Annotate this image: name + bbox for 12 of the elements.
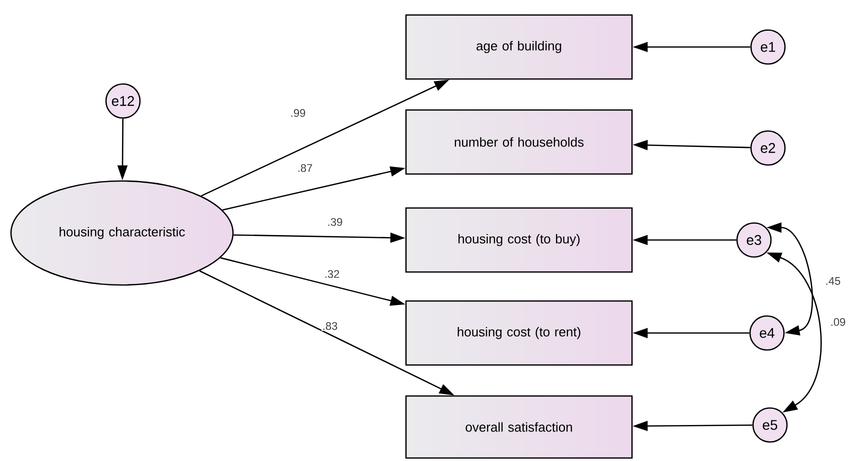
edge-label: .32 [323, 269, 341, 279]
edge-label: .83 [321, 321, 339, 331]
observed-variable-box: age of building [405, 14, 633, 80]
observed-variable-box: housing cost (to buy) [405, 207, 633, 273]
edge-label: .87 [296, 163, 314, 173]
observed-variable-box: number of households [405, 109, 633, 175]
observed-variable-box: overall satisfaction [405, 395, 633, 459]
edge-label: .39 [326, 217, 344, 227]
edge-label: .45 [824, 276, 842, 286]
edge-label: .09 [829, 317, 847, 327]
observed-variable-box: housing cost (to rent) [405, 300, 633, 366]
edge-label: .99 [289, 108, 307, 118]
